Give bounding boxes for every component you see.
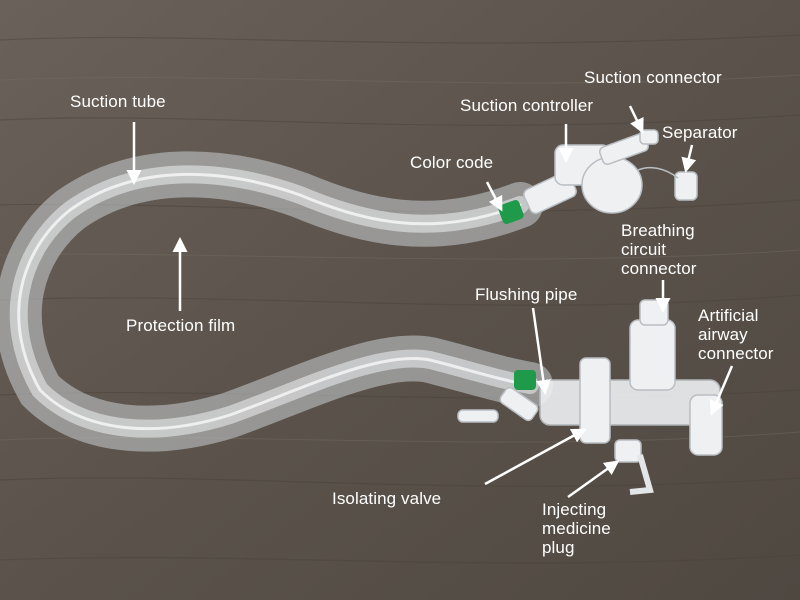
color-code-ring-top xyxy=(498,199,524,225)
label-separator: Separator xyxy=(662,123,738,142)
arrow-flushing-pipe xyxy=(531,307,551,395)
label-flushing-pipe: Flushing pipe xyxy=(475,285,578,304)
arrow-injecting-plug xyxy=(567,460,620,499)
arrow-isolating-valve xyxy=(484,428,587,486)
connector-assembly xyxy=(457,299,723,495)
label-suction-controller: Suction controller xyxy=(460,96,594,115)
label-injecting-medicine-plug: Injecting medicine plug xyxy=(542,500,611,557)
label-isolating-valve: Isolating valve xyxy=(332,489,442,508)
label-suction-tube: Suction tube xyxy=(70,92,166,111)
label-color-code: Color code xyxy=(410,153,494,172)
arrow-suction-connector xyxy=(628,105,644,134)
label-artificial-airway-connector: Artificial airway connector xyxy=(698,306,774,363)
arrow-color-code xyxy=(485,181,503,212)
arrow-separator xyxy=(681,144,697,173)
color-code-ring-bottom xyxy=(514,370,536,390)
label-protection-film: Protection film xyxy=(126,316,236,335)
suction-tube-film xyxy=(0,151,553,452)
label-suction-connector: Suction connector xyxy=(584,68,722,87)
arrow-artificial-airway xyxy=(709,365,734,416)
pointer-arrows xyxy=(126,105,734,499)
label-breathing-circuit-connector: Breathing circuit connector xyxy=(621,221,697,278)
